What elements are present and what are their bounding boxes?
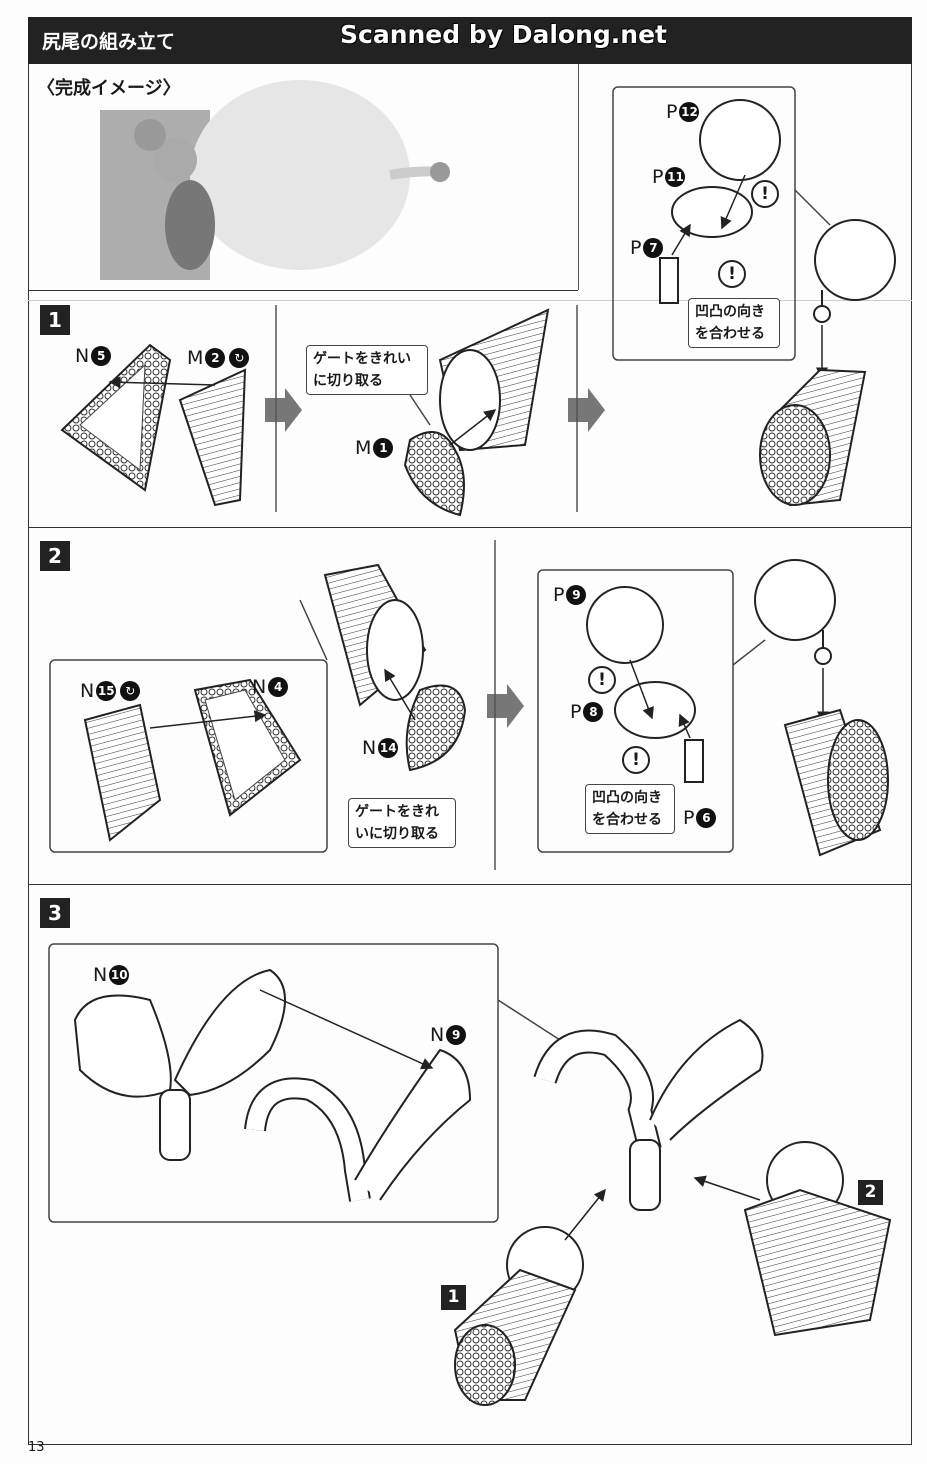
part-letter: P [553, 584, 565, 606]
callout-line: いに切り取る [355, 826, 439, 842]
part-number: 1 [373, 438, 394, 458]
step-arrow-icon [487, 684, 524, 728]
part-number: 6 [696, 808, 717, 828]
part-letter: M [355, 437, 372, 459]
part-number: 2 [205, 348, 226, 368]
rotate-pair-icon: ↻ [229, 348, 250, 368]
gate-trim-callout: ゲートをきれいに切り取る [348, 798, 456, 848]
part-letter: P [652, 166, 664, 188]
part-letter: P [683, 807, 695, 829]
part-letter: P [570, 701, 582, 723]
socket-part [671, 186, 753, 238]
part-letter: M [187, 347, 204, 369]
divider [28, 300, 912, 301]
step-ref-badge-2: 2 [858, 1180, 883, 1205]
divider [578, 64, 579, 290]
step-badge-2: 2 [40, 541, 70, 571]
callout-line: 凹凸の向き [592, 790, 662, 806]
step-badge-1: 1 [40, 305, 70, 335]
scan-watermark: Scanned by Dalong.net [340, 20, 668, 49]
peg-part [659, 257, 679, 304]
part-letter: P [630, 237, 642, 259]
rotate-pair-icon: ↻ [120, 681, 141, 701]
part-number: 14 [378, 738, 399, 758]
header-bar [28, 17, 912, 64]
part-number: 5 [91, 346, 112, 366]
step-badge-3: 3 [40, 898, 70, 928]
bumpy-part [403, 431, 465, 517]
shell-part [178, 368, 247, 507]
part-letter: N [75, 345, 90, 367]
part-letter: N [362, 737, 377, 759]
step-arrow-icon [568, 388, 605, 432]
part-number: 10 [109, 965, 130, 985]
part-letter: N [93, 964, 108, 986]
callout-line: を合わせる [592, 812, 662, 828]
part-number: 15 [96, 681, 117, 701]
part-letter: P [666, 101, 678, 123]
page-number: 13 [28, 1440, 45, 1455]
divider [28, 884, 912, 885]
warning-icon: ! [718, 260, 746, 288]
step-ref-badge-1: 1 [441, 1285, 466, 1310]
callout-line: に切り取る [313, 373, 383, 389]
part-number: 7 [643, 238, 664, 258]
detail-box [612, 86, 796, 361]
callout-line: ゲートをきれい [313, 351, 411, 367]
part-number: 11 [665, 167, 686, 187]
page-title: 尻尾の組み立て [42, 31, 176, 53]
part-number: 8 [583, 702, 604, 722]
part-letter: N [430, 1024, 445, 1046]
align-callout: 凹凸の向きを合わせる [688, 298, 780, 348]
callout-line: 凹凸の向き [695, 304, 765, 320]
callout-line: ゲートをきれ [355, 804, 439, 820]
complete-image-photo [100, 80, 450, 280]
part-number: 9 [566, 585, 587, 605]
part-number: 4 [268, 677, 289, 697]
divider [28, 527, 912, 528]
complete-image-label: 〈完成イメージ〉 [37, 78, 181, 99]
part-number: 9 [446, 1025, 467, 1045]
step-arrow-icon [265, 388, 302, 432]
divider [28, 290, 578, 291]
warning-icon: ! [588, 666, 616, 694]
warning-icon: ! [751, 180, 779, 208]
callout-line: を合わせる [695, 326, 765, 342]
align-callout: 凹凸の向きを合わせる [585, 784, 675, 834]
part-letter: N [252, 676, 267, 698]
sphere-part [699, 99, 781, 181]
part-number: 12 [679, 102, 700, 122]
gate-trim-callout: ゲートをきれいに切り取る [306, 345, 428, 395]
warning-icon: ! [622, 746, 650, 774]
part-letter: N [80, 680, 95, 702]
